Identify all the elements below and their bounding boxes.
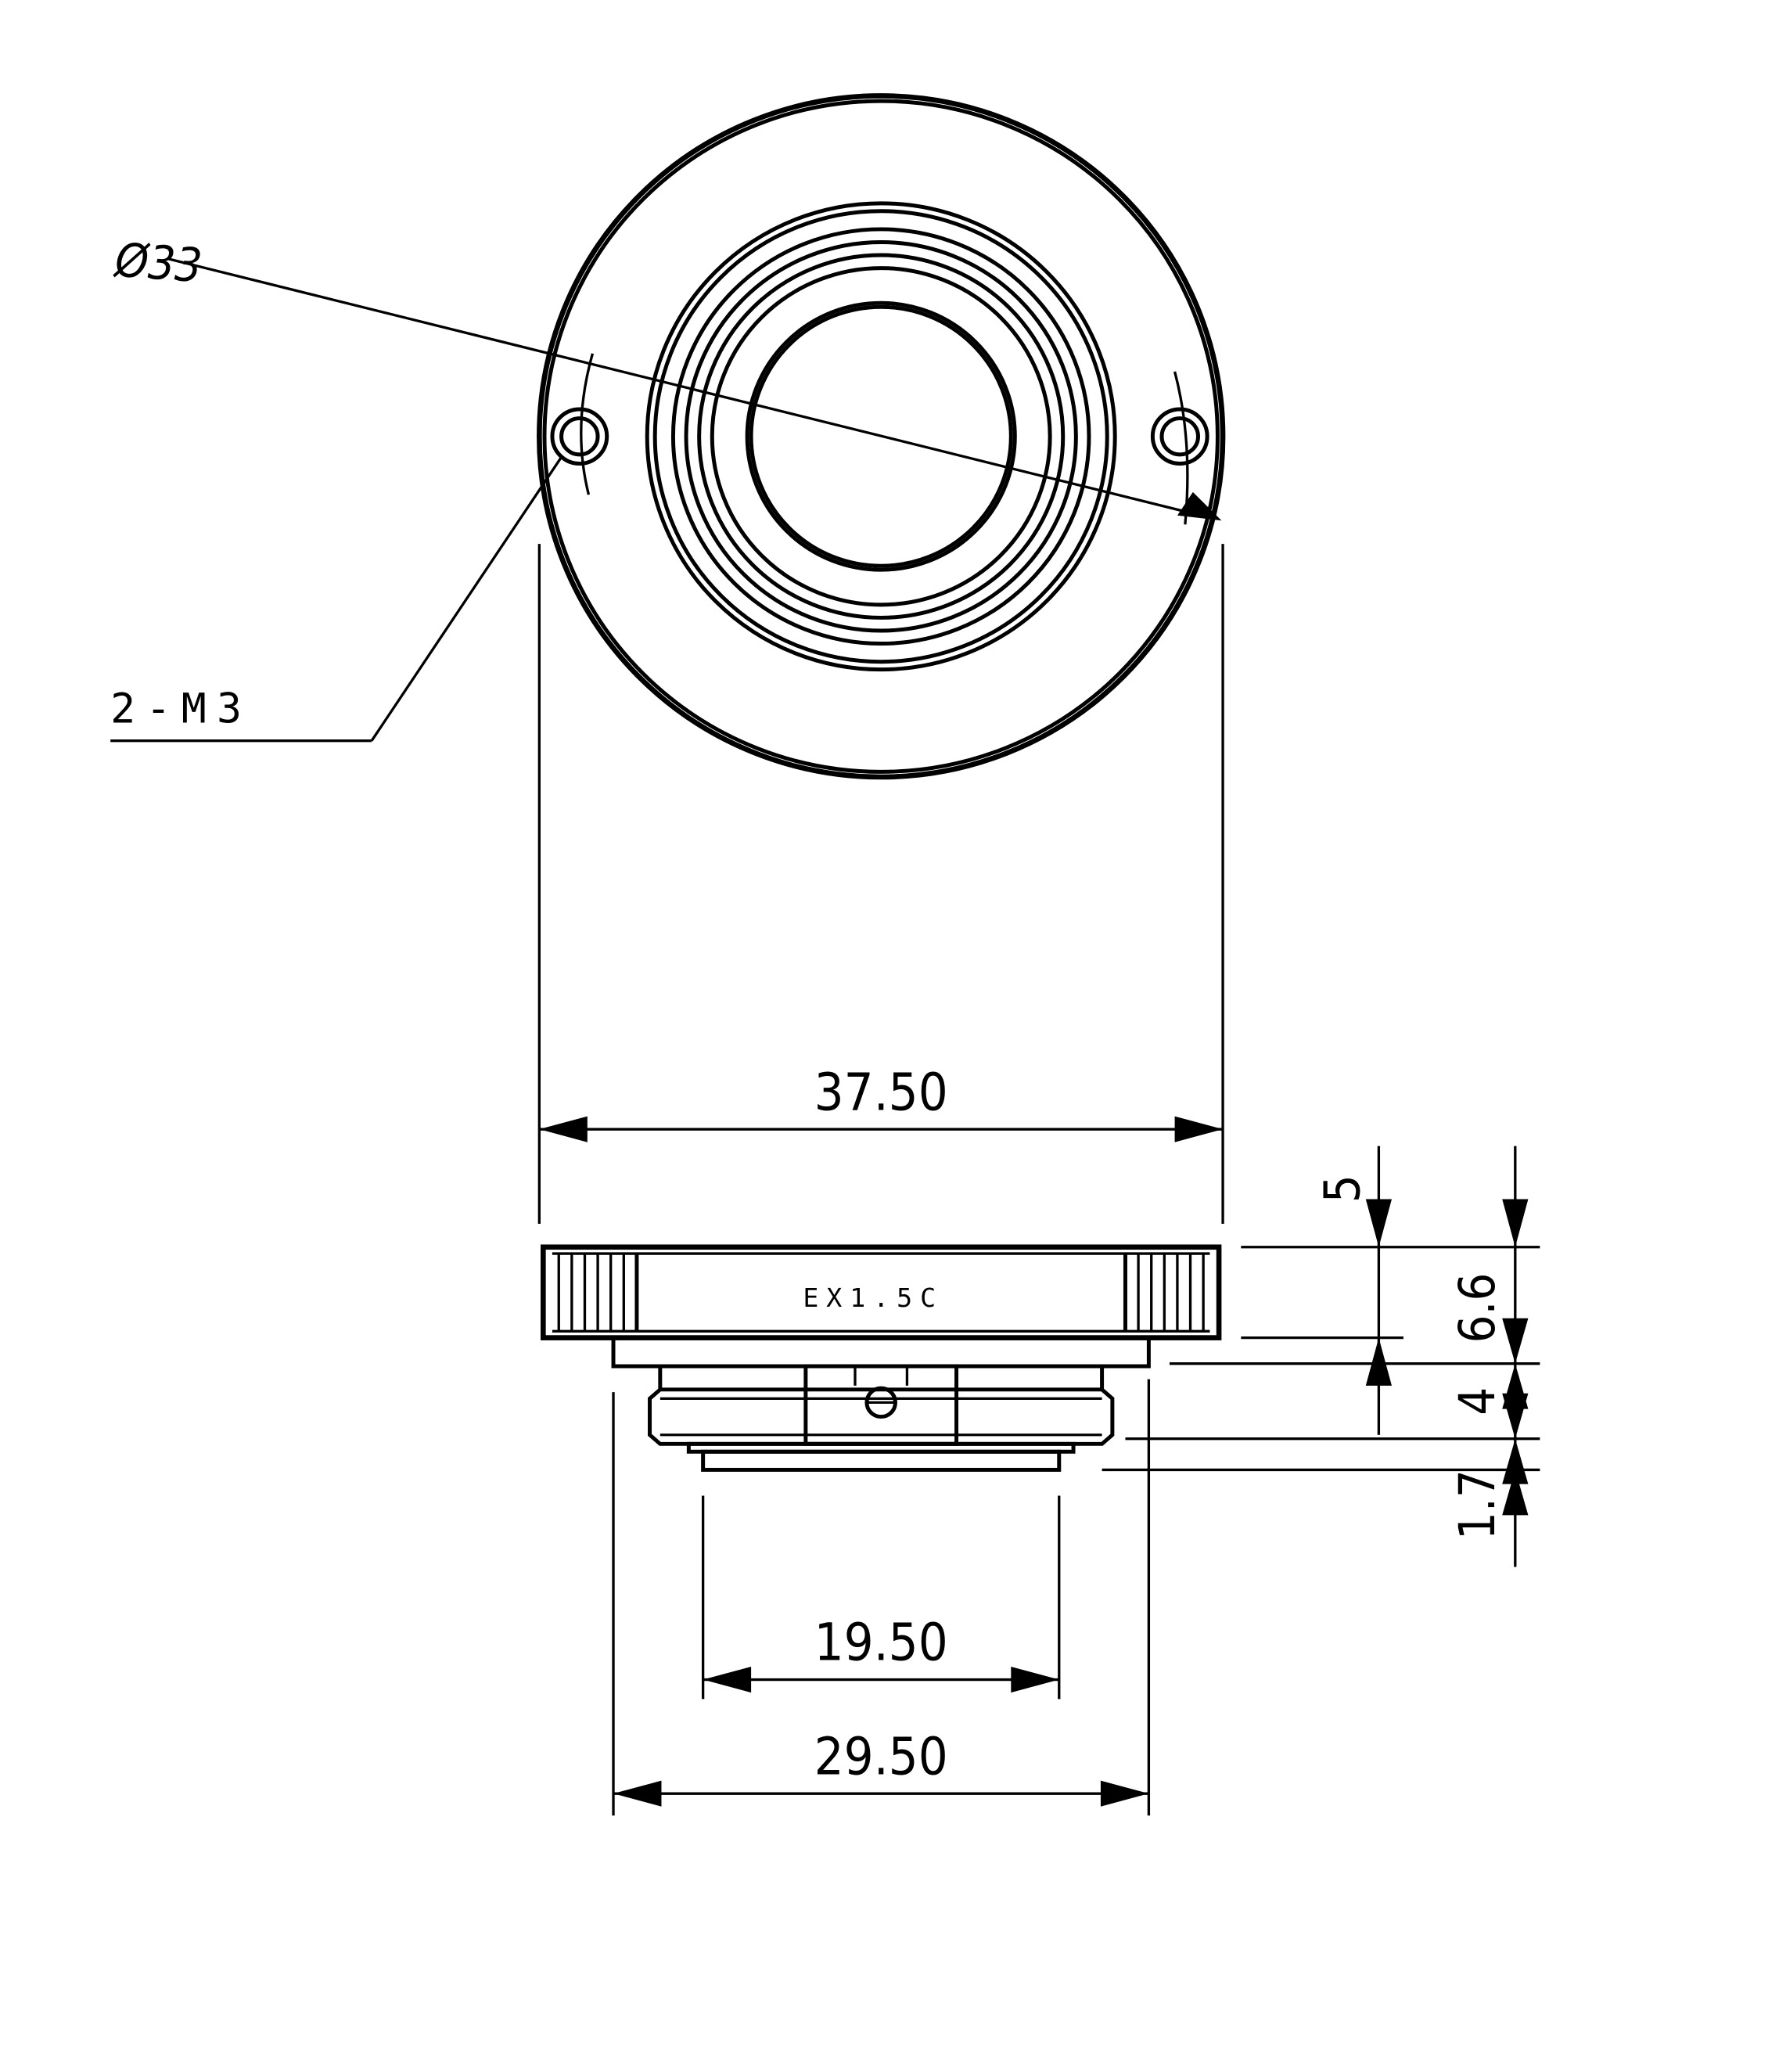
dim-h3: 4 xyxy=(1449,1363,1529,1439)
dim-outer-width-label: 37.50 xyxy=(814,1061,948,1122)
thread-leader: 2-M3 xyxy=(110,456,562,743)
dim-h3-label: 4 xyxy=(1449,1387,1506,1416)
diameter-leader: Ø33 xyxy=(112,234,1222,521)
dim-h4: 1.7 xyxy=(1449,1438,1529,1540)
dim-mid-width: 29.50 xyxy=(612,1379,1151,1816)
dim-h1: 5 xyxy=(1314,1146,1393,1435)
knurl-right xyxy=(1123,1254,1205,1332)
diameter-label: Ø33 xyxy=(112,234,203,294)
dim-vertical: 5 6.6 4 1.7 xyxy=(1102,1146,1540,1567)
dim-mid-width-label: 29.50 xyxy=(814,1725,948,1786)
dim-h2-label: 6.6 xyxy=(1449,1273,1506,1344)
screw-hole-left xyxy=(550,407,609,466)
thread-label: 2-M3 xyxy=(110,685,252,733)
dim-h2: 6.6 xyxy=(1449,1146,1529,1567)
dim-outer-width: 37.50 xyxy=(537,544,1224,1224)
dim-h4-label: 1.7 xyxy=(1449,1469,1506,1540)
knurl-left xyxy=(557,1254,639,1332)
screw-hole-right xyxy=(1150,407,1209,466)
side-view: EX1.5C xyxy=(541,1244,1222,1472)
marking-label: EX1.5C xyxy=(803,1282,943,1313)
front-view xyxy=(537,93,1226,780)
dim-inner-width-label: 19.50 xyxy=(814,1612,948,1673)
dim-h1-label: 5 xyxy=(1314,1174,1371,1203)
dim-inner-width: 19.50 xyxy=(701,1495,1061,1700)
